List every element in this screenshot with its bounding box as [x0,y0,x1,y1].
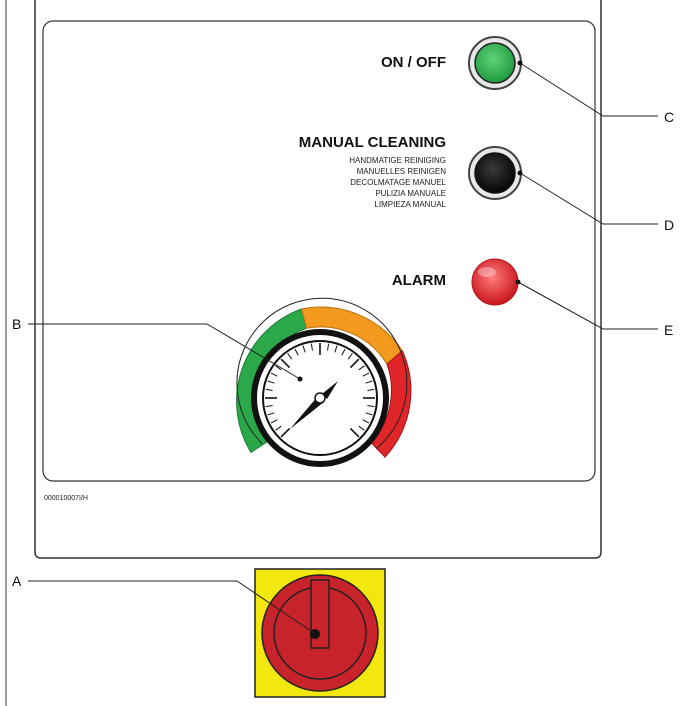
gauge-red-zone [370,349,412,458]
translation-line: LIMPIEZA MANUAL [374,200,446,209]
callout-dots [297,60,523,382]
gauge-tick [265,388,273,391]
alarm-lamp [471,258,519,306]
gauge-tick [347,353,353,360]
gauge-tick [267,380,275,384]
gauge-tick [280,358,291,369]
gauge-tick [365,412,373,416]
callout-leaders [28,62,658,634]
pressure-gauge [251,329,389,467]
callout-c: C [664,109,674,125]
cabinet-outline [5,0,602,706]
gauge-tick [362,419,370,424]
gauge-ticks [265,343,375,438]
gauge-tick [349,358,360,369]
manual-cleaning-label: MANUAL CLEANING [299,134,446,151]
gauge-tick [302,345,306,353]
gauge-tick [367,405,375,408]
gauge-tick [310,343,313,351]
translation-line: PULIZIA MANUALE [375,189,446,198]
label-panel [42,20,596,482]
gauge-tick [341,348,346,356]
gauge-tick [280,427,291,438]
on-off-lamp[interactable] [468,36,522,90]
gauge-tick [327,343,330,351]
leader-a [28,580,315,634]
translation-line: HANDMATIGE REINIGING [349,156,446,165]
document-code: 000010007I/H [44,495,88,502]
gauge-tick [270,372,278,377]
translation-line: MANUELLES REINIGEN [357,167,447,176]
callout-d: D [664,217,674,233]
gauge-tick [287,353,293,360]
manual-cleaning-button[interactable] [468,146,522,200]
gauge-tick [267,412,275,416]
gauge-tick [365,380,373,384]
gauge-tick [358,365,365,371]
gauge-tick [265,405,273,408]
gauge-tick [334,345,338,353]
leader-d [519,172,658,225]
gauge-tick [275,425,282,431]
alarm-label: ALARM [392,272,446,289]
gauge-tick [270,419,278,424]
gauge-tick [367,388,375,391]
gauge-tick [358,425,365,431]
main-switch[interactable] [254,568,386,698]
leader-b [28,323,301,380]
gauge-tick [294,348,299,356]
on-off-label: ON / OFF [381,54,446,71]
gauge-tick [362,372,370,377]
leader-e [517,281,658,330]
translation-line: DECOLMATAGE MANUEL [350,178,446,187]
gauge-tick [349,427,360,438]
callout-e: E [664,322,673,338]
callout-b: B [12,316,21,332]
gauge-tick [275,365,282,371]
callout-a: A [12,573,22,589]
leader-c [519,62,658,117]
gauge-needle [290,396,324,429]
